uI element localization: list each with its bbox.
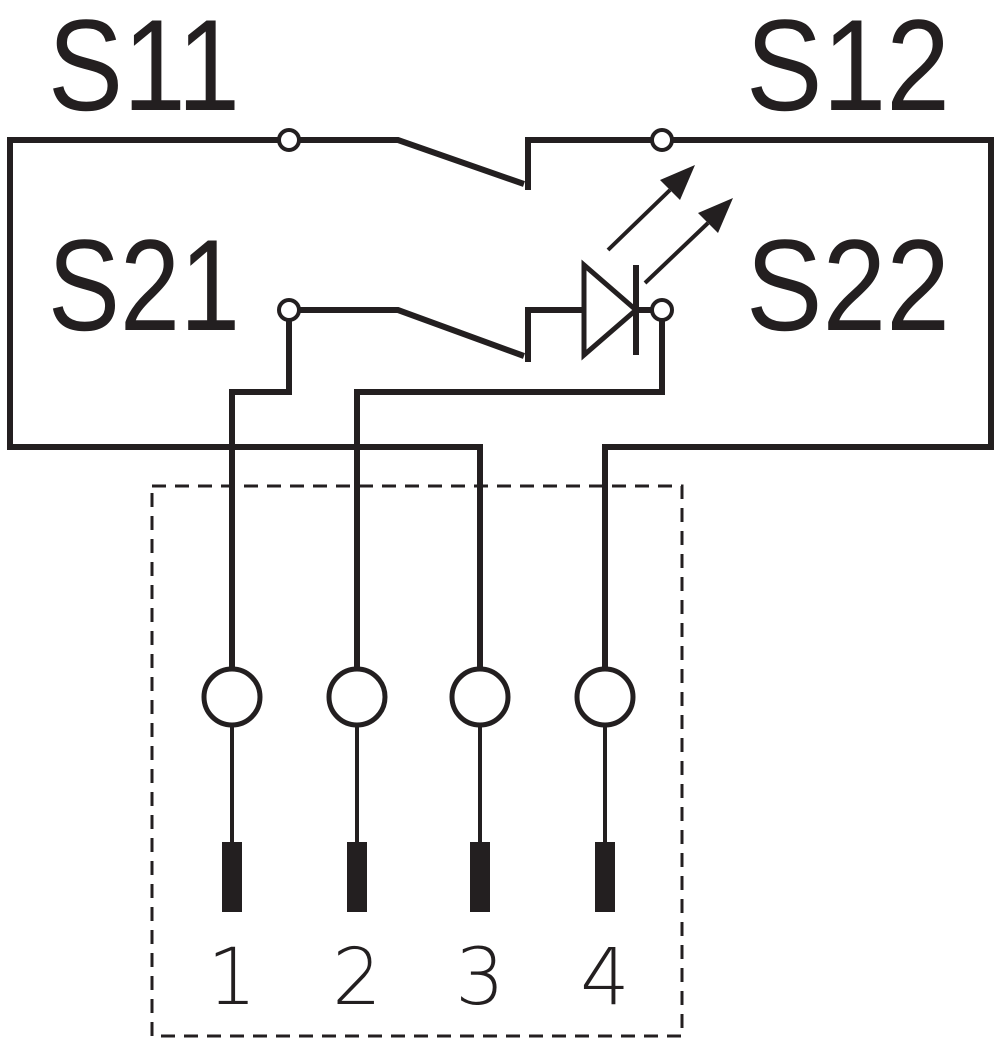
terminal-node-s22: [650, 298, 674, 322]
wire-s12-to-pin-4: [602, 137, 994, 668]
pin-label-3: 3: [455, 933, 505, 1023]
led-emission-arrow-1-icon: [660, 165, 695, 200]
pin-socket-3: [449, 666, 511, 728]
switch-contact-upper: [299, 137, 525, 187]
connector-pin-4: 4: [574, 666, 636, 1023]
switch-contact-lower: [299, 307, 526, 359]
led-emission-arrow-2-icon: [698, 198, 733, 233]
switch-fixed-contact-upper: [525, 137, 652, 190]
pin-label-1: 1: [207, 933, 257, 1023]
pin-label-4: 4: [580, 933, 630, 1023]
pin-contact-2: [347, 842, 367, 912]
wire-s21-to-pin-1: [229, 320, 292, 668]
terminal-node-s11: [277, 128, 301, 152]
connector-pin-2: 2: [326, 666, 388, 1023]
led-emission-arrow-1-shaft: [606, 188, 672, 252]
pin-contact-4: [595, 842, 615, 912]
terminal-label-s11: S11: [48, 0, 240, 138]
pin-label-2: 2: [332, 933, 382, 1023]
terminal-label-s22: S22: [746, 212, 950, 358]
pin-socket-1: [201, 666, 263, 728]
led-emission-arrow-2-shaft: [643, 221, 710, 285]
pin-contact-1: [222, 842, 242, 912]
terminal-label-s12: S12: [746, 0, 950, 138]
terminal-node-s12: [650, 128, 674, 152]
terminal-node-s21: [277, 298, 301, 322]
wire-s22-to-pin-2: [354, 320, 665, 668]
wire-s11-to-pin-3: [7, 137, 483, 668]
terminal-label-s21: S21: [48, 212, 240, 358]
pin-contact-3: [470, 842, 490, 912]
connector-housing-outline: [150, 484, 684, 1038]
connector-pin-1: 1: [201, 666, 263, 1023]
connector-pin-3: 3: [449, 666, 511, 1023]
led-diode-icon: [581, 259, 640, 361]
pin-socket-2: [326, 666, 388, 728]
pin-socket-4: [574, 666, 636, 728]
